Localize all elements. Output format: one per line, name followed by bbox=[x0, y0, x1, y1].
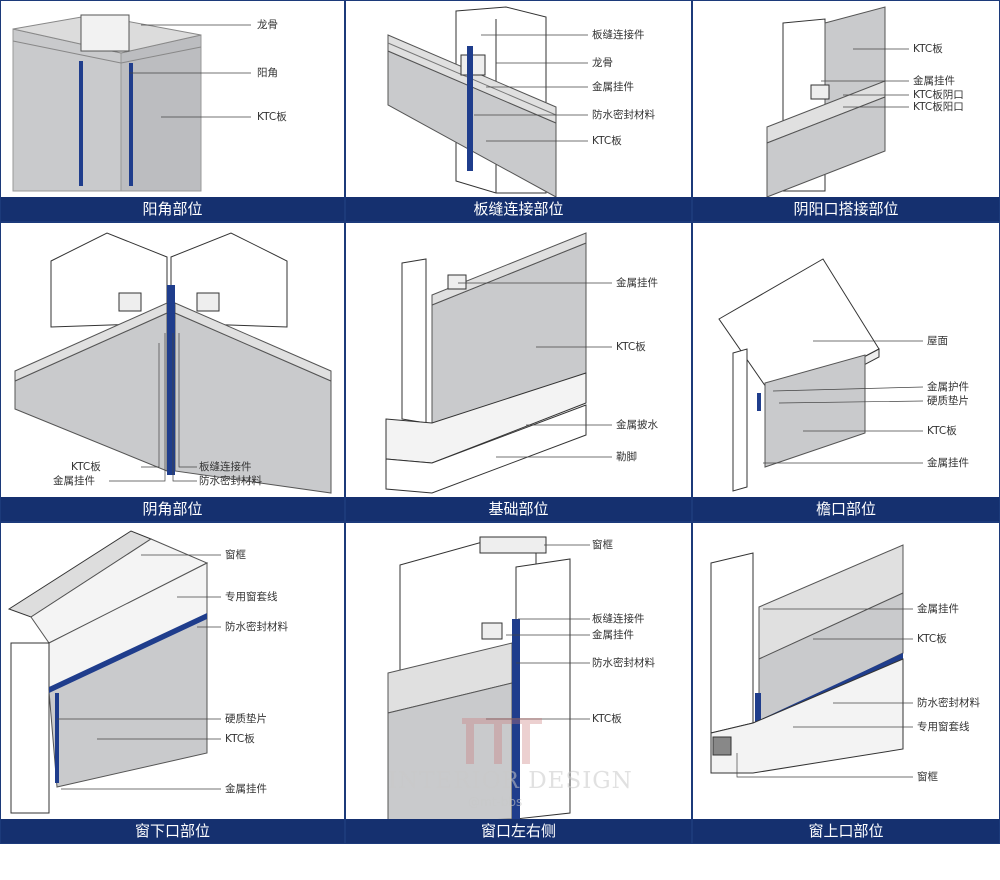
panel-outside-corner: 龙骨 阳角 KTC板 阳角部位 bbox=[0, 0, 345, 222]
watermark-logo bbox=[462, 718, 542, 764]
label-roof: 屋面 bbox=[927, 335, 948, 347]
label-sealant: 防水密封材料 bbox=[225, 621, 288, 633]
label-ktc-board: KTC板 bbox=[927, 425, 957, 437]
label-ktc-board: KTC板 bbox=[592, 135, 622, 147]
label-metal-flashing: 金属披水 bbox=[616, 419, 658, 431]
label-window-trim: 专用窗套线 bbox=[225, 591, 278, 603]
label-ktc-board: KTC板 bbox=[257, 111, 287, 123]
label-joint-connector: 板缝连接件 bbox=[592, 29, 645, 41]
caption-lap-joint: 阴阳口搭接部位 bbox=[693, 197, 999, 221]
label-metal-hanger: 金属挂件 bbox=[225, 783, 267, 795]
panel-lap-joint: KTC板 金属挂件 KTC板阴口 KTC板阳口 阴阳口搭接部位 bbox=[692, 0, 1000, 222]
label-metal-hanger: 金属挂件 bbox=[913, 75, 955, 87]
caption-outside-corner: 阳角部位 bbox=[1, 197, 344, 221]
caption-inside-corner: 阴角部位 bbox=[1, 497, 344, 521]
label-metal-hanger: 金属挂件 bbox=[592, 629, 634, 641]
label-keel: 龙骨 bbox=[257, 19, 278, 31]
label-metal-hanger: 金属挂件 bbox=[927, 457, 969, 469]
label-ktc-inner-lip: KTC板阴口 bbox=[913, 89, 964, 101]
label-hard-shim: 硬质垫片 bbox=[927, 395, 969, 407]
panel-foundation: 金属挂件 KTC板 金属披水 勒脚 基础部位 bbox=[345, 222, 692, 522]
label-metal-hanger: 金属挂件 bbox=[616, 277, 658, 289]
label-outside-corner: 阳角 bbox=[257, 67, 278, 79]
watermark-handle: @mt-bbs bbox=[468, 795, 523, 809]
label-sealant: 防水密封材料 bbox=[592, 109, 655, 121]
label-ktc-board: KTC板 bbox=[616, 341, 646, 353]
label-window-trim: 专用窗套线 bbox=[917, 721, 970, 733]
label-metal-cap: 金属护件 bbox=[927, 381, 969, 393]
caption-board-joint: 板缝连接部位 bbox=[346, 197, 691, 221]
label-window-frame: 窗框 bbox=[225, 549, 246, 561]
caption-foundation: 基础部位 bbox=[346, 497, 691, 521]
caption-window-jamb: 窗口左右侧 bbox=[346, 819, 691, 843]
label-ktc-board: KTC板 bbox=[917, 633, 947, 645]
panel-window-sill: 窗框 专用窗套线 防水密封材料 硬质垫片 KTC板 金属挂件 窗下口部位 bbox=[0, 522, 345, 844]
label-keel: 龙骨 bbox=[592, 57, 613, 69]
label-ktc-board: KTC板 bbox=[913, 43, 943, 55]
panel-eave: 屋面 金属护件 硬质垫片 KTC板 金属挂件 檐口部位 bbox=[692, 222, 1000, 522]
foundation-drawing bbox=[385, 232, 612, 494]
window-sill-drawing bbox=[7, 530, 221, 814]
panel-inside-corner: KTC板 金属挂件 板缝连接件 防水密封材料 阴角部位 bbox=[0, 222, 345, 522]
label-sealant: 防水密封材料 bbox=[199, 475, 262, 487]
label-sealant: 防水密封材料 bbox=[592, 657, 655, 669]
label-hard-shim: 硬质垫片 bbox=[225, 713, 267, 725]
lap-joint-drawing bbox=[766, 6, 909, 198]
window-jamb-drawing bbox=[387, 536, 590, 824]
caption-window-sill: 窗下口部位 bbox=[1, 819, 344, 843]
caption-window-head: 窗上口部位 bbox=[693, 819, 999, 843]
label-window-frame: 窗框 bbox=[592, 539, 613, 551]
label-window-frame: 窗框 bbox=[917, 771, 938, 783]
label-plinth: 勒脚 bbox=[616, 451, 637, 463]
label-ktc-outer-lip: KTC板阳口 bbox=[913, 101, 964, 113]
label-joint-connector: 板缝连接件 bbox=[592, 613, 645, 625]
panel-board-joint: 板缝连接件 龙骨 金属挂件 防水密封材料 KTC板 板缝连接部位 bbox=[345, 0, 692, 222]
watermark-title: INTERIOR DESIGN bbox=[388, 768, 633, 794]
eave-drawing bbox=[718, 258, 924, 492]
label-metal-hanger: 金属挂件 bbox=[53, 475, 95, 487]
label-joint-connector: 板缝连接件 bbox=[199, 461, 252, 473]
board-joint-drawing bbox=[387, 6, 588, 198]
caption-eave: 檐口部位 bbox=[693, 497, 999, 521]
label-metal-hanger: 金属挂件 bbox=[917, 603, 959, 615]
outside-corner-drawing bbox=[12, 14, 251, 192]
label-ktc-board: KTC板 bbox=[592, 713, 622, 725]
label-ktc-board: KTC板 bbox=[71, 461, 101, 473]
panel-window-jamb: 窗框 板缝连接件 金属挂件 防水密封材料 KTC板 窗口左右侧 bbox=[345, 522, 692, 844]
inside-corner-drawing bbox=[14, 232, 332, 494]
panel-window-head: 金属挂件 KTC板 防水密封材料 专用窗套线 窗框 窗上口部位 bbox=[692, 522, 1000, 844]
label-sealant: 防水密封材料 bbox=[917, 697, 980, 709]
window-head-drawing bbox=[710, 544, 913, 778]
label-ktc-board: KTC板 bbox=[225, 733, 255, 745]
label-metal-hanger: 金属挂件 bbox=[592, 81, 634, 93]
